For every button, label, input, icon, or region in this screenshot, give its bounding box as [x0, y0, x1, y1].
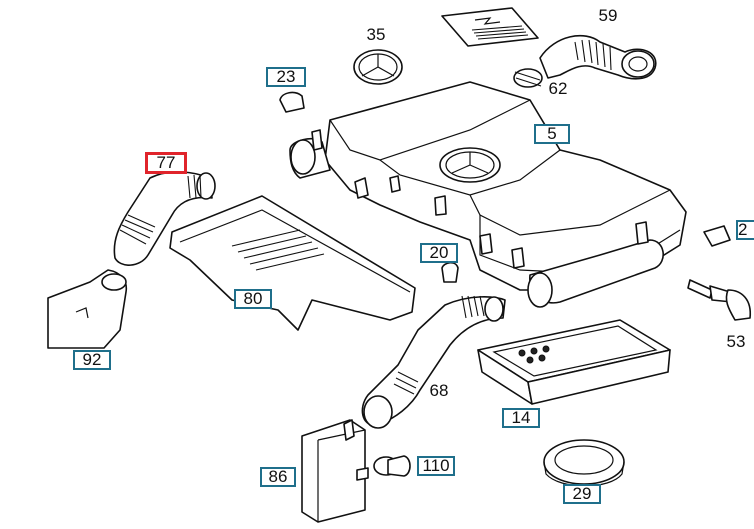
part-110-plug[interactable]	[373, 455, 411, 477]
label-110[interactable]: 110	[417, 456, 455, 476]
part-92-duct[interactable]	[47, 269, 128, 349]
part-59-hose[interactable]	[539, 34, 657, 80]
part-86-control-unit[interactable]	[301, 419, 369, 523]
label-14[interactable]: 14	[502, 408, 540, 428]
label-53: 53	[726, 332, 746, 351]
part-53-sensor[interactable]	[687, 279, 752, 321]
part-2-clip[interactable]	[703, 225, 731, 247]
label-29[interactable]: 29	[563, 484, 601, 504]
part-29-ring[interactable]	[543, 439, 625, 487]
label-80[interactable]: 80	[234, 289, 272, 309]
label-77-selected[interactable]: 77	[145, 152, 187, 174]
label-35: 35	[366, 25, 386, 44]
label-2[interactable]: 2	[736, 220, 754, 240]
label-86[interactable]: 86	[260, 467, 296, 487]
filter-plate-top[interactable]	[441, 7, 539, 47]
part-23-clip[interactable]	[279, 91, 305, 113]
part-20-clip[interactable]	[441, 261, 459, 283]
part-77-hose[interactable]	[113, 171, 216, 266]
part-62-clamp[interactable]	[513, 68, 543, 88]
part-5-airbox[interactable]	[289, 81, 687, 308]
label-68: 68	[429, 381, 449, 400]
label-20[interactable]: 20	[420, 243, 458, 263]
part-68-hose[interactable]	[361, 295, 506, 429]
label-5[interactable]: 5	[534, 124, 570, 144]
label-59: 59	[598, 6, 618, 25]
label-23[interactable]: 23	[266, 67, 306, 87]
part-14-filter[interactable]	[477, 319, 671, 405]
label-62: 62	[548, 79, 568, 98]
part-35-emblem[interactable]	[353, 49, 403, 85]
label-92[interactable]: 92	[73, 350, 111, 370]
part-80-cover[interactable]	[169, 195, 416, 331]
